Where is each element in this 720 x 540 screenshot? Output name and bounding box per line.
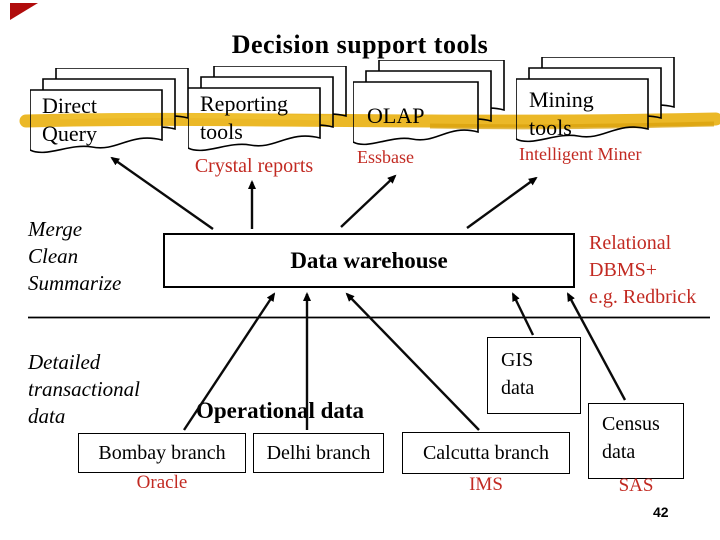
- product-label-ims: IMS: [469, 474, 503, 495]
- page-title: Decision support tools: [231, 30, 489, 59]
- note-detailed-transactional-data: Detailed transactional data: [28, 350, 141, 428]
- page-number: 42: [653, 504, 669, 520]
- stack-label-reporting-tools: Reporting tools: [200, 91, 288, 144]
- stack-label-mining-tools: Mining tools: [529, 87, 594, 140]
- data-warehouse-label: Data warehouse: [290, 247, 448, 273]
- note-relational-dbms: Relational DBMS+ e.g. Redbrick: [589, 232, 697, 308]
- source-box-calcutta-branch: Calcutta branch: [402, 432, 570, 474]
- product-label-essbase: Essbase: [357, 147, 414, 167]
- source-box-delhi-branch: Delhi branch: [253, 433, 384, 473]
- stack-label-olap: OLAP: [367, 103, 425, 128]
- product-label-intelligent-miner: Intelligent Miner: [519, 144, 642, 164]
- source-box-bombay-branch: Bombay branch: [78, 433, 246, 473]
- source-box-gis-data: GIS data: [487, 337, 581, 414]
- operational-data-label: Operational data: [196, 398, 365, 423]
- data-warehouse-box: Data warehouse: [163, 233, 575, 288]
- source-box-census-data: Census data: [588, 403, 684, 479]
- product-label-crystal-reports: Crystal reports: [194, 155, 314, 177]
- note-merge-clean-summarize: Merge Clean Summarize: [28, 217, 122, 295]
- stack-label-direct-query: Direct Query: [42, 93, 97, 146]
- product-label-oracle: Oracle: [136, 472, 188, 493]
- product-label-sas: SAS: [618, 475, 654, 496]
